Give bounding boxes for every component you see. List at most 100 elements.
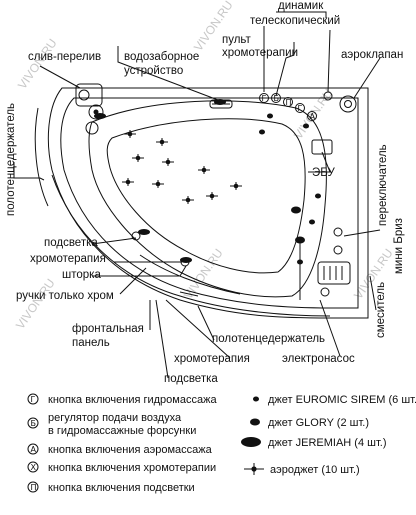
svg-text:в гидромассажные форсунки: в гидромассажные форсунки — [48, 425, 196, 437]
small-jet-icon — [253, 396, 259, 402]
svg-text:кнопка включения аэромассажа: кнопка включения аэромассажа — [48, 444, 213, 456]
small-jet-icon — [267, 113, 273, 119]
legend-jet-euromic: джет EUROMIC SIREM (6 шт.) — [253, 394, 416, 406]
mini-briz-switch — [333, 227, 343, 255]
label-water-intake-2: устройство — [124, 65, 183, 77]
svg-text:регулятор подачи воздуха: регулятор подачи воздуха — [48, 412, 182, 424]
svg-text:Х: Х — [31, 463, 37, 472]
large-jet-icon — [94, 113, 106, 119]
legend-button-aero: А кнопка включения аэромассажа — [27, 443, 213, 456]
aero-jet-icon — [124, 130, 136, 138]
label-chromotherapy-remote: хромотерапии — [222, 47, 298, 59]
labels: динамик телескопический пульт хромотерап… — [5, 0, 405, 385]
tub-rim-inner — [60, 97, 359, 309]
svg-text:кнопка включения хромотерапии: кнопка включения хромотерапии — [48, 462, 216, 474]
front-panel-edge — [51, 174, 331, 317]
label-towel-holder-left: полотенцедержатель — [5, 103, 17, 216]
label-water-intake-1: водозаборное — [124, 51, 199, 63]
small-jet-icon — [297, 259, 303, 265]
legend-button-lighting: П кнопка включения подсветки — [27, 481, 195, 494]
small-jet-icon — [309, 219, 315, 225]
label-mini-briz: мини Бриз — [393, 218, 405, 274]
label-ebu: ЭБУ — [312, 167, 336, 179]
tub-floor — [106, 118, 306, 274]
small-jet-icon — [315, 193, 321, 199]
control-buttons: Г Б П Г А — [259, 91, 333, 121]
tub-bowl — [88, 100, 327, 298]
label-speaker: динамик — [278, 0, 324, 12]
small-jet-icon — [303, 123, 309, 129]
svg-text:Г: Г — [31, 395, 36, 404]
label-electric-pump: электронасос — [282, 353, 355, 365]
label-lighting-1: подсветка — [44, 237, 98, 249]
legend-air-regulator: Б регулятор подачи воздуха в гидромассаж… — [27, 412, 196, 437]
air-valve — [339, 95, 357, 113]
label-handles: ручки только хром — [16, 290, 114, 302]
svg-text:аэроджет (10 шт.): аэроджет (10 шт.) — [270, 464, 360, 476]
aero-jet-icon — [182, 196, 194, 204]
svg-text:П: П — [31, 483, 37, 492]
large-jet-icon — [214, 99, 226, 105]
label-front-panel-1: фронтальная — [72, 323, 144, 335]
label-switch: переключатель — [377, 144, 389, 226]
left-towel-bar — [34, 107, 49, 207]
watermark-3: VIVON.RU — [13, 276, 58, 332]
label-front-panel-2: панель — [72, 337, 110, 349]
svg-text:кнопка включения подсветки: кнопка включения подсветки — [48, 482, 195, 494]
svg-text:Г: Г — [298, 104, 303, 113]
legend-aerojet: аэроджет (10 шт.) — [244, 463, 360, 476]
aero-jet-icon — [132, 154, 144, 162]
aero-jet-icon — [206, 192, 218, 200]
svg-text:джет JEREMIAH (4 шт.): джет JEREMIAH (4 шт.) — [268, 437, 387, 449]
legend-jet-glory: джет GLORY (2 шт.) — [250, 417, 369, 429]
svg-text:джет EUROMIC SIREM (6 шт.): джет EUROMIC SIREM (6 шт.) — [268, 394, 416, 406]
bathtub-outline — [34, 87, 369, 319]
aero-jet-icon — [198, 166, 210, 174]
label-remote: пульт — [222, 34, 252, 46]
overflow-drain — [75, 83, 104, 135]
mixer — [317, 261, 351, 297]
label-chromotherapy-2: хромотерапия — [174, 353, 250, 365]
aero-jet-icon — [152, 180, 164, 188]
medium-jet-icon — [250, 418, 260, 426]
label-overflow-drain: слив-перелив — [28, 51, 101, 63]
label-telescopic: телескопический — [250, 15, 340, 27]
label-mixer: смеситель — [375, 282, 387, 338]
svg-text:джет GLORY (2 шт.): джет GLORY (2 шт.) — [268, 417, 369, 429]
svg-text:кнопка включения гидромассажа: кнопка включения гидромассажа — [48, 394, 217, 406]
aero-jet-icon — [230, 182, 242, 190]
label-air-valve: аэроклапан — [341, 49, 403, 61]
jets — [94, 99, 321, 265]
legend-button-hydro: Г кнопка включения гидромассажа — [27, 393, 217, 406]
large-jet-icon — [241, 437, 261, 447]
legend: Г кнопка включения гидромассажа Б регуля… — [27, 393, 416, 494]
svg-text:Г: Г — [262, 94, 267, 103]
leader-lines — [13, 11, 381, 379]
svg-text:Б: Б — [31, 419, 37, 428]
legend-button-chromo: Х кнопка включения хромотерапии — [27, 461, 216, 474]
aero-jet-icon — [156, 138, 168, 146]
medium-jet-icon — [291, 206, 301, 214]
watermarks: VIVON.RU VIVON.RU VIVON.RU VIVON.RU VIVO… — [13, 0, 396, 332]
aero-jet-icon — [162, 158, 174, 166]
label-towel-holder-bottom: полотенцедержатель — [212, 333, 325, 345]
ebu-box — [311, 139, 333, 155]
svg-text:А: А — [31, 445, 37, 454]
svg-text:П: П — [286, 98, 292, 107]
watermark-1: VIVON.RU — [15, 36, 60, 92]
large-jet-icon — [138, 229, 150, 235]
label-curtain: шторка — [62, 269, 101, 281]
medium-jet-icon — [295, 236, 305, 244]
aero-jet-icon — [244, 463, 264, 475]
tub-rim-outer — [47, 87, 369, 319]
front-panel-lower — [139, 254, 241, 295]
label-lighting-2: подсветка — [164, 373, 218, 385]
aero-jet-icon — [122, 178, 134, 186]
svg-text:Б: Б — [274, 94, 280, 103]
legend-jet-jeremiah: джет JEREMIAH (4 шт.) — [241, 437, 387, 449]
small-jet-icon — [259, 129, 265, 135]
large-jet-icon — [180, 257, 192, 263]
svg-text:А: А — [310, 112, 316, 121]
label-chromotherapy-1: хромотерапия — [30, 253, 106, 265]
